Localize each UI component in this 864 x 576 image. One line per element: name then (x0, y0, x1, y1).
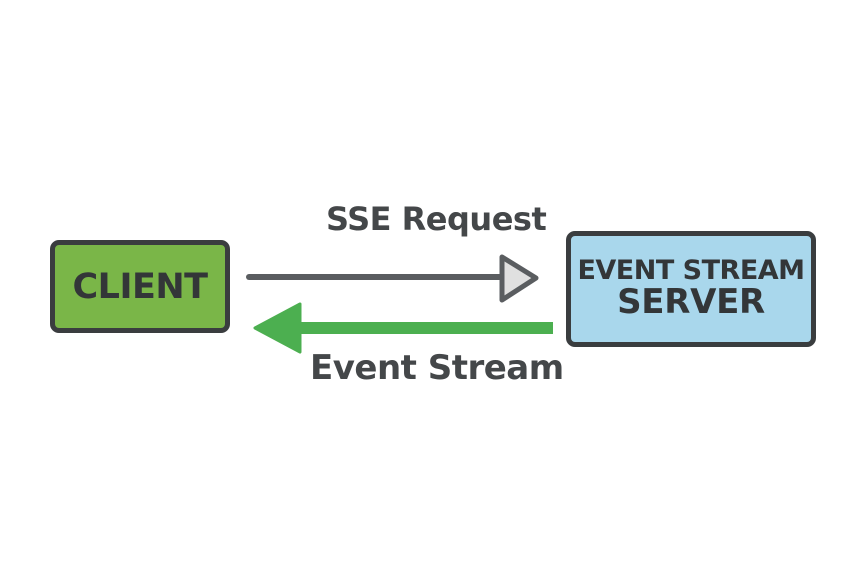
sse-request-label: SSE Request (326, 200, 547, 238)
event-stream-arrow (253, 302, 553, 354)
client-box: CLIENT (50, 240, 230, 333)
sse-request-arrow (246, 254, 539, 303)
server-label-line1: EVENT STREAM (577, 254, 805, 286)
event-stream-label: Event Stream (310, 348, 564, 388)
server-label-line2: SERVER (617, 282, 765, 323)
client-label: CLIENT (72, 266, 208, 307)
event-stream-server-box: EVENT STREAM SERVER (566, 231, 816, 347)
